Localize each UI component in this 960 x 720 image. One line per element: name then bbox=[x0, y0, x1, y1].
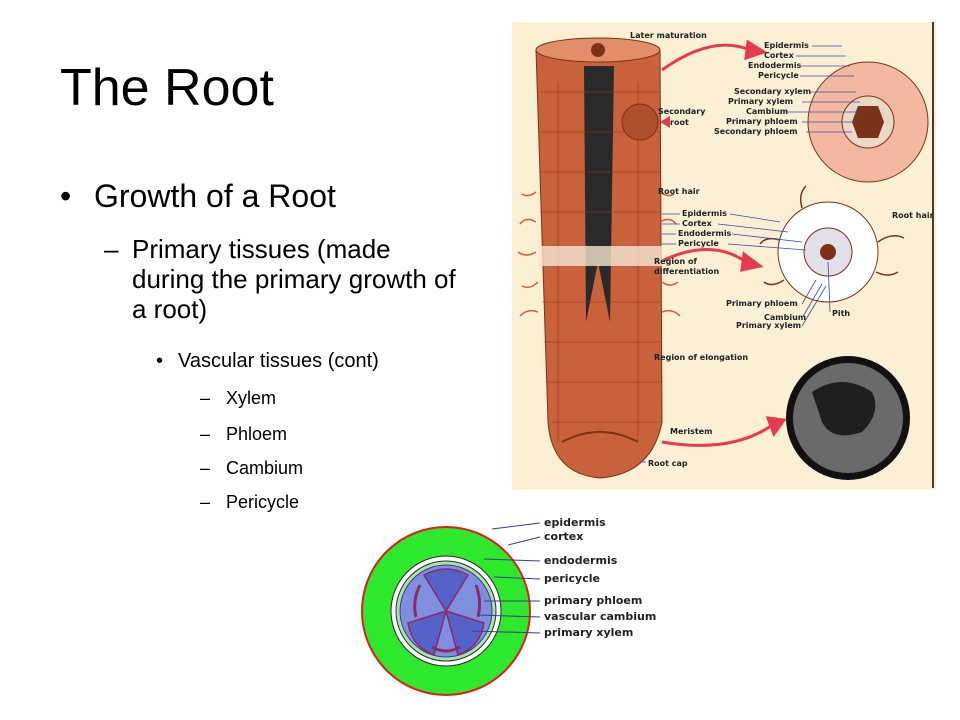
xylem-arm-right bbox=[444, 609, 485, 656]
dash-icon: – bbox=[104, 234, 119, 264]
label-mid-endodermis: Endodermis bbox=[678, 229, 732, 238]
dash-icon: – bbox=[200, 424, 211, 444]
sub-item-text: Xylem bbox=[226, 388, 277, 408]
label-cortex: Cortex bbox=[764, 51, 795, 60]
label-epidermis: Epidermis bbox=[764, 41, 809, 50]
upper-xylem bbox=[852, 106, 884, 138]
label-epidermis: epidermis bbox=[544, 516, 606, 529]
root-structure-diagram: Later maturation Secondary root Epidermi… bbox=[512, 22, 936, 490]
bullet-text-vascular: Vascular tissues (cont) bbox=[178, 350, 379, 372]
label-pith: Pith bbox=[832, 309, 850, 318]
middle-root-hairs bbox=[759, 185, 905, 286]
label-mid-pericycle: Pericycle bbox=[678, 239, 719, 248]
micrograph-cell bbox=[812, 382, 876, 436]
bottom-labels: epidermis cortex endodermis pericycle pr… bbox=[544, 516, 656, 639]
bullet-dot-icon: • bbox=[156, 350, 164, 372]
root-hairs bbox=[517, 191, 681, 317]
secondary-root-bud bbox=[621, 103, 659, 141]
label-mid-epidermis: Epidermis bbox=[682, 209, 727, 218]
label-pericycle: pericycle bbox=[544, 572, 600, 585]
label-lower-cambium: Cambium bbox=[764, 313, 806, 322]
label-root-cap: Root cap bbox=[648, 459, 688, 468]
upper-leader-lines bbox=[784, 45, 860, 133]
label-later-maturation: Later maturation bbox=[630, 31, 707, 40]
label-lower-primary-phloem: Primary phloem bbox=[726, 299, 798, 308]
label-root-hair-right: Root hair bbox=[892, 211, 934, 220]
upper-labels: Epidermis Cortex Endodermis Pericycle Se… bbox=[714, 41, 811, 136]
sub-item-text: Cambium bbox=[226, 458, 304, 478]
label-secondary-root-2: root bbox=[670, 118, 689, 127]
arrows bbox=[661, 39, 787, 447]
label-primary-phloem: Primary phloem bbox=[726, 117, 798, 126]
label-primary-phloem: primary phloem bbox=[544, 594, 642, 607]
slide-title: The Root bbox=[60, 59, 274, 117]
mid-labels: Epidermis Cortex Endodermis Pericycle bbox=[678, 209, 732, 248]
label-secondary-phloem: Secondary phloem bbox=[714, 127, 798, 136]
secondary-root-arrow-icon bbox=[660, 116, 670, 128]
dash-icon: – bbox=[200, 388, 211, 408]
differentiation-band bbox=[538, 246, 662, 266]
bullet-text-growth: Growth of a Root bbox=[94, 178, 336, 214]
label-endodermis: endodermis bbox=[544, 554, 618, 567]
pith-center bbox=[820, 244, 836, 260]
label-region-diff-1: Region of bbox=[654, 257, 698, 266]
label-secondary-xylem: Secondary xylem bbox=[734, 87, 811, 96]
label-cambium: Cambium bbox=[746, 107, 788, 116]
label-region-diff-2: differentiation bbox=[654, 267, 719, 276]
bullet-dot-icon: • bbox=[60, 178, 72, 214]
mid-leader-lines bbox=[662, 213, 807, 251]
root-cap-line bbox=[561, 431, 639, 443]
label-primary-xylem: Primary xylem bbox=[728, 97, 793, 106]
label-vascular-cambium: vascular cambium bbox=[544, 610, 656, 623]
xylem-arm-top bbox=[422, 568, 470, 613]
sub-item-text: Phloem bbox=[226, 424, 288, 444]
bullet-text-primary-tissues: Primary tissues (made during the primary… bbox=[132, 234, 456, 324]
dash-icon: – bbox=[200, 458, 211, 478]
label-cortex: cortex bbox=[544, 530, 583, 543]
label-secondary-root-1: Secondary bbox=[658, 107, 706, 116]
label-pericycle: Pericycle bbox=[758, 71, 799, 80]
label-endodermis: Endodermis bbox=[748, 61, 802, 70]
xylem-arm-left bbox=[407, 609, 448, 656]
lower-leader-lines bbox=[801, 261, 831, 327]
label-mid-cortex: Cortex bbox=[682, 219, 713, 228]
sub-item-text: Pericycle bbox=[226, 492, 300, 512]
label-lower-primary-xylem: Primary xylem bbox=[736, 321, 801, 330]
label-region-elongation: Region of elongation bbox=[654, 353, 748, 362]
label-meristem: Meristem bbox=[670, 427, 712, 436]
dash-icon: – bbox=[200, 492, 211, 512]
cross-section-diagram: epidermis cortex endodermis pericycle pr… bbox=[361, 516, 656, 696]
root-top-core bbox=[591, 43, 605, 57]
cambium-lines bbox=[413, 584, 482, 653]
label-root-hair-left: Root hair bbox=[658, 187, 700, 196]
lower-labels: Primary phloem Cambium Primary xylem bbox=[726, 299, 806, 330]
label-primary-xylem: primary xylem bbox=[544, 626, 633, 639]
bottom-leader-lines bbox=[471, 522, 541, 634]
